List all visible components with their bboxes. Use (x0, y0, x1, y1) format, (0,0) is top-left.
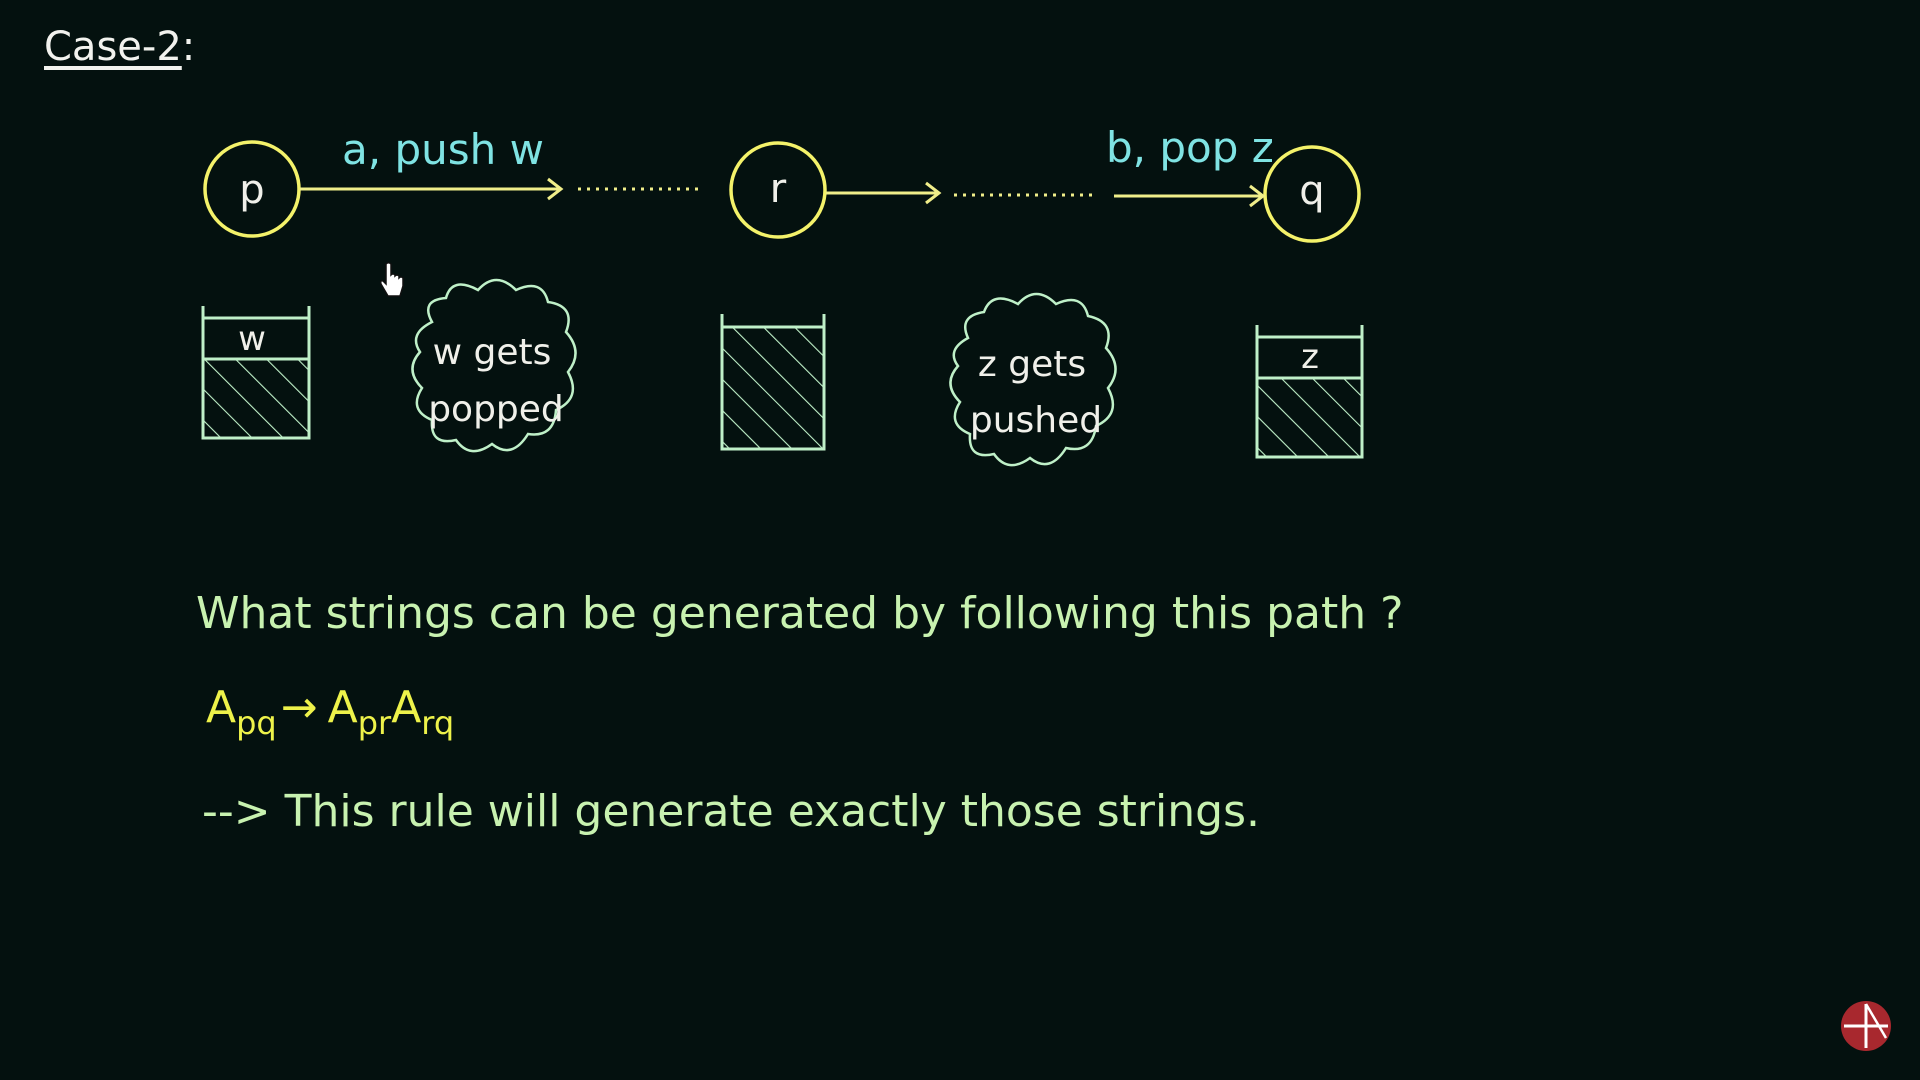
cloud-pushed-line1: z gets (978, 344, 1086, 385)
conclusion-text: --> This rule will generate exactly thos… (202, 786, 1260, 837)
stack-q: z (1255, 325, 1364, 459)
rule-lhs: A (206, 682, 237, 733)
stack-p: w (201, 306, 311, 440)
rule-rhs1: A (327, 682, 358, 733)
state-r-label: r (770, 166, 787, 212)
rule-lhs-subscript: pq (236, 704, 277, 742)
arrow-p-out (300, 177, 564, 201)
stack-r (720, 314, 826, 451)
hand-cursor-icon (380, 262, 404, 297)
rule-rhs1-subscript: pr (357, 704, 392, 742)
question-text: What strings can be generated by followi… (196, 588, 1404, 639)
cloud-popped-line1: w gets (433, 332, 552, 373)
state-r: r (729, 141, 827, 239)
stack-p-top-symbol: w (238, 319, 266, 359)
case-title-colon: : (181, 24, 196, 70)
rule-rhs2-subscript: rq (421, 704, 455, 742)
cloud-pushed-line2: pushed (970, 400, 1102, 441)
rule-rhs2: A (391, 682, 422, 733)
state-q: q (1263, 145, 1361, 243)
state-p-label: p (239, 167, 264, 213)
cloud-popped-line2: popped (428, 389, 564, 430)
cloud-pushed: z gets pushed (949, 292, 1117, 467)
grammar-rule: Apq→AprArq (206, 682, 454, 742)
rule-arrow: → (280, 682, 318, 733)
slide-heading: Case-2: (44, 24, 195, 70)
channel-logo-icon (1841, 1001, 1891, 1051)
transition-label-pop: b, pop z (1106, 123, 1274, 172)
state-p: p (203, 140, 301, 238)
stack-q-top-symbol: z (1301, 337, 1319, 377)
state-q-label: q (1299, 168, 1324, 214)
arrow-r-out (826, 181, 942, 205)
transition-label-push: a, push w (342, 125, 544, 174)
case-title: Case-2 (44, 24, 182, 70)
arrow-into-q (1114, 184, 1266, 208)
cloud-popped: w gets popped (411, 278, 577, 453)
